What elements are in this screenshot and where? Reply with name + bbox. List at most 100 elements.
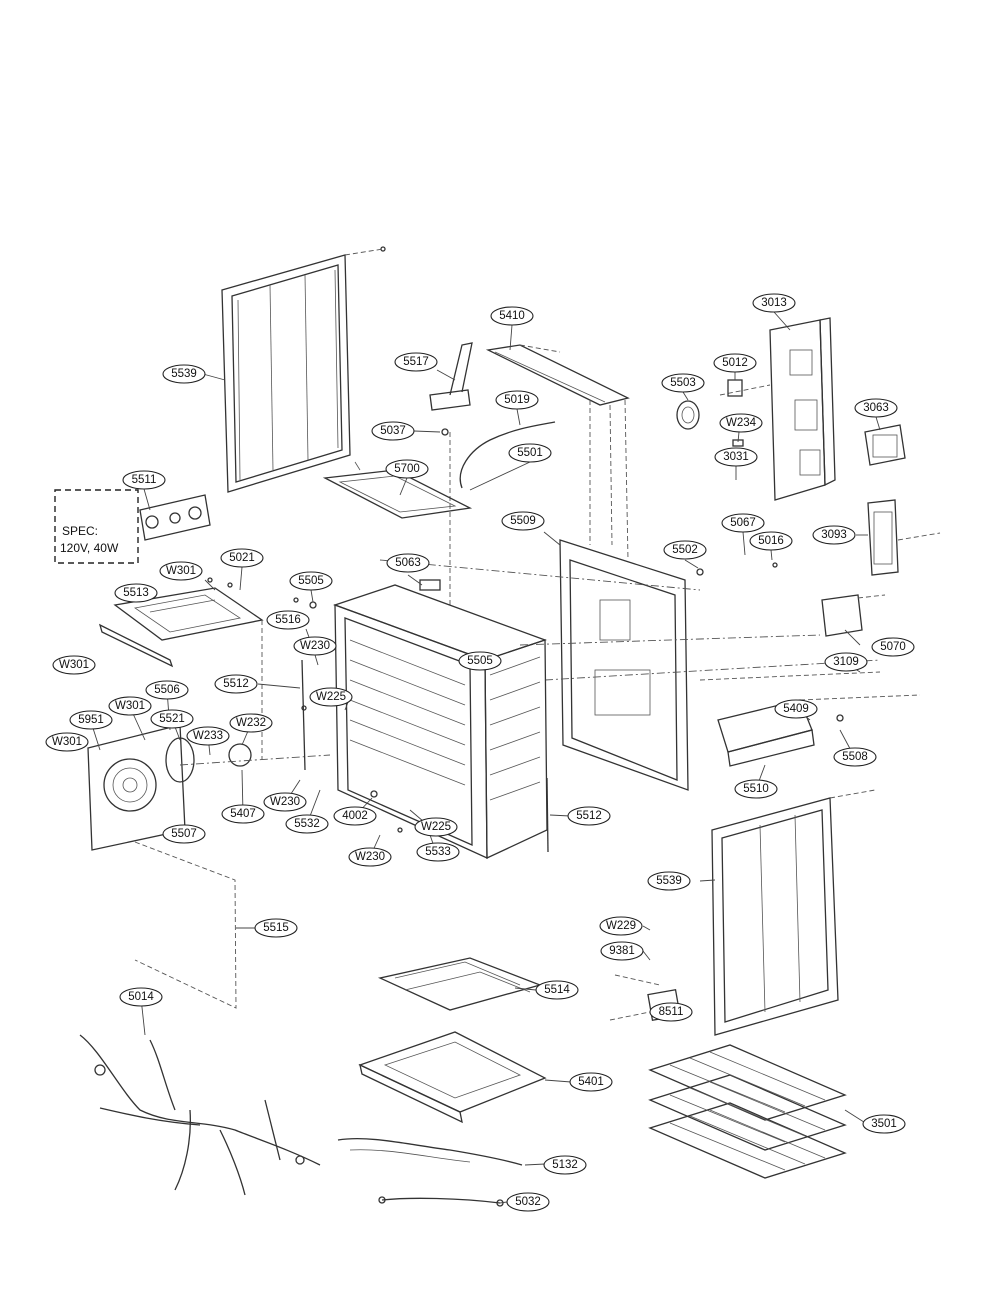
callout-W232: W232 [229,713,273,733]
svg-text:5410: 5410 [499,310,525,322]
svg-text:5067: 5067 [730,517,756,529]
top-cover-plate [322,461,473,519]
svg-text:3109: 3109 [833,656,859,668]
vent-grille [867,499,941,576]
svg-text:W225: W225 [421,821,451,833]
callout-W225-a: W225 [309,687,353,707]
callout-3063: 3063 [854,398,898,418]
svg-text:5019: 5019 [504,394,530,406]
svg-text:W229: W229 [606,920,636,932]
svg-text:5012: 5012 [722,357,748,369]
svg-text:5509: 5509 [510,515,536,527]
spec-line-2: 120V, 40W [60,541,119,555]
sensor-wire [441,421,556,605]
callout-5012: 5012 [713,353,757,373]
callout-5410: 5410 [490,306,534,326]
svg-text:5514: 5514 [544,984,570,996]
svg-text:5539: 5539 [171,368,197,380]
callout-5021: 5021 [220,548,264,568]
control-panel-bracket [719,317,836,501]
electronic-module [864,424,906,466]
svg-text:W230: W230 [270,796,300,808]
svg-text:5021: 5021 [229,552,255,564]
callout-3013: 3013 [752,293,796,313]
svg-text:5508: 5508 [842,751,868,763]
callout-W229: W229 [599,916,643,936]
callout-5509: 5509 [501,511,545,531]
svg-text:5513: 5513 [123,587,149,599]
svg-text:5501: 5501 [517,447,543,459]
callout-W301-b: W301 [52,655,96,675]
svg-text:3093: 3093 [821,529,847,541]
callout-5503: 5503 [661,373,705,393]
callout-5037: 5037 [371,421,415,441]
svg-text:W233: W233 [193,730,223,742]
svg-text:5070: 5070 [880,641,906,653]
oven-cavity [333,579,548,860]
svg-text:8511: 8511 [659,1006,684,1018]
callout-5505-a: 5505 [289,571,333,591]
svg-text:5506: 5506 [154,684,180,696]
spec-box: SPEC: 120V, 40W [54,489,139,564]
svg-text:4002: 4002 [342,810,368,822]
svg-text:5401: 5401 [578,1076,604,1088]
callout-3109: 3109 [824,652,868,672]
callout-5505-b: 5505 [458,651,502,671]
callout-5019: 5019 [495,390,539,410]
oven-racks [648,1044,847,1179]
callout-5521: 5521 [150,709,194,729]
callout-5951: 5951 [69,710,113,730]
callout-5132: 5132 [543,1155,587,1175]
svg-text:5511: 5511 [132,474,157,486]
svg-text:5510: 5510 [743,783,769,795]
svg-text:5409: 5409 [783,703,809,715]
callout-5513: 5513 [114,583,158,603]
svg-text:5539: 5539 [656,875,682,887]
callout-W301-a: W301 [159,561,203,581]
side-panel-right [711,789,876,1036]
svg-text:3031: 3031 [723,451,749,463]
callout-5539-left: 5539 [162,364,206,384]
svg-text:5505: 5505 [298,575,324,587]
bottom-bracket [699,671,921,767]
svg-text:5016: 5016 [758,535,784,547]
bake-element [377,957,543,1011]
callout-5014: 5014 [119,987,163,1007]
svg-text:9381: 9381 [609,945,635,957]
svg-text:3063: 3063 [863,402,889,414]
spec-line-1: SPEC: [62,524,98,538]
callout-5514: 5514 [535,980,579,1000]
main-wire-harness [79,1034,321,1196]
support-rods [261,620,549,853]
svg-text:5700: 5700 [394,463,420,475]
svg-text:5407: 5407 [230,808,256,820]
svg-text:3013: 3013 [761,297,787,309]
callout-5512-a: 5512 [214,674,258,694]
svg-text:W232: W232 [236,717,266,729]
secondary-wire-harness [337,1137,523,1166]
callout-5063: 5063 [386,553,430,573]
callout-5507: 5507 [162,824,206,844]
callout-5510: 5510 [734,779,778,799]
callout-5407: 5407 [221,804,265,824]
callout-5517: 5517 [394,352,438,372]
callout-5532: 5532 [285,814,329,834]
callout-W230-a: W230 [293,636,337,656]
vent-duct [429,342,473,411]
callout-3501: 3501 [862,1114,906,1134]
svg-text:5502: 5502 [672,544,698,556]
svg-text:5503: 5503 [670,377,696,389]
svg-text:5516: 5516 [275,614,301,626]
svg-text:5512: 5512 [223,678,249,690]
svg-text:W301: W301 [52,736,82,748]
svg-text:5063: 5063 [395,557,421,569]
svg-text:5515: 5515 [263,922,289,934]
rear-panel [379,539,881,791]
svg-text:5507: 5507 [171,828,197,840]
svg-text:W234: W234 [726,417,757,429]
callout-5512-b: 5512 [567,806,611,826]
callout-5070: 5070 [871,637,915,657]
callout-3093: 3093 [812,525,856,545]
callout-5511: 5511 [122,470,166,490]
callout-5502: 5502 [663,540,707,560]
